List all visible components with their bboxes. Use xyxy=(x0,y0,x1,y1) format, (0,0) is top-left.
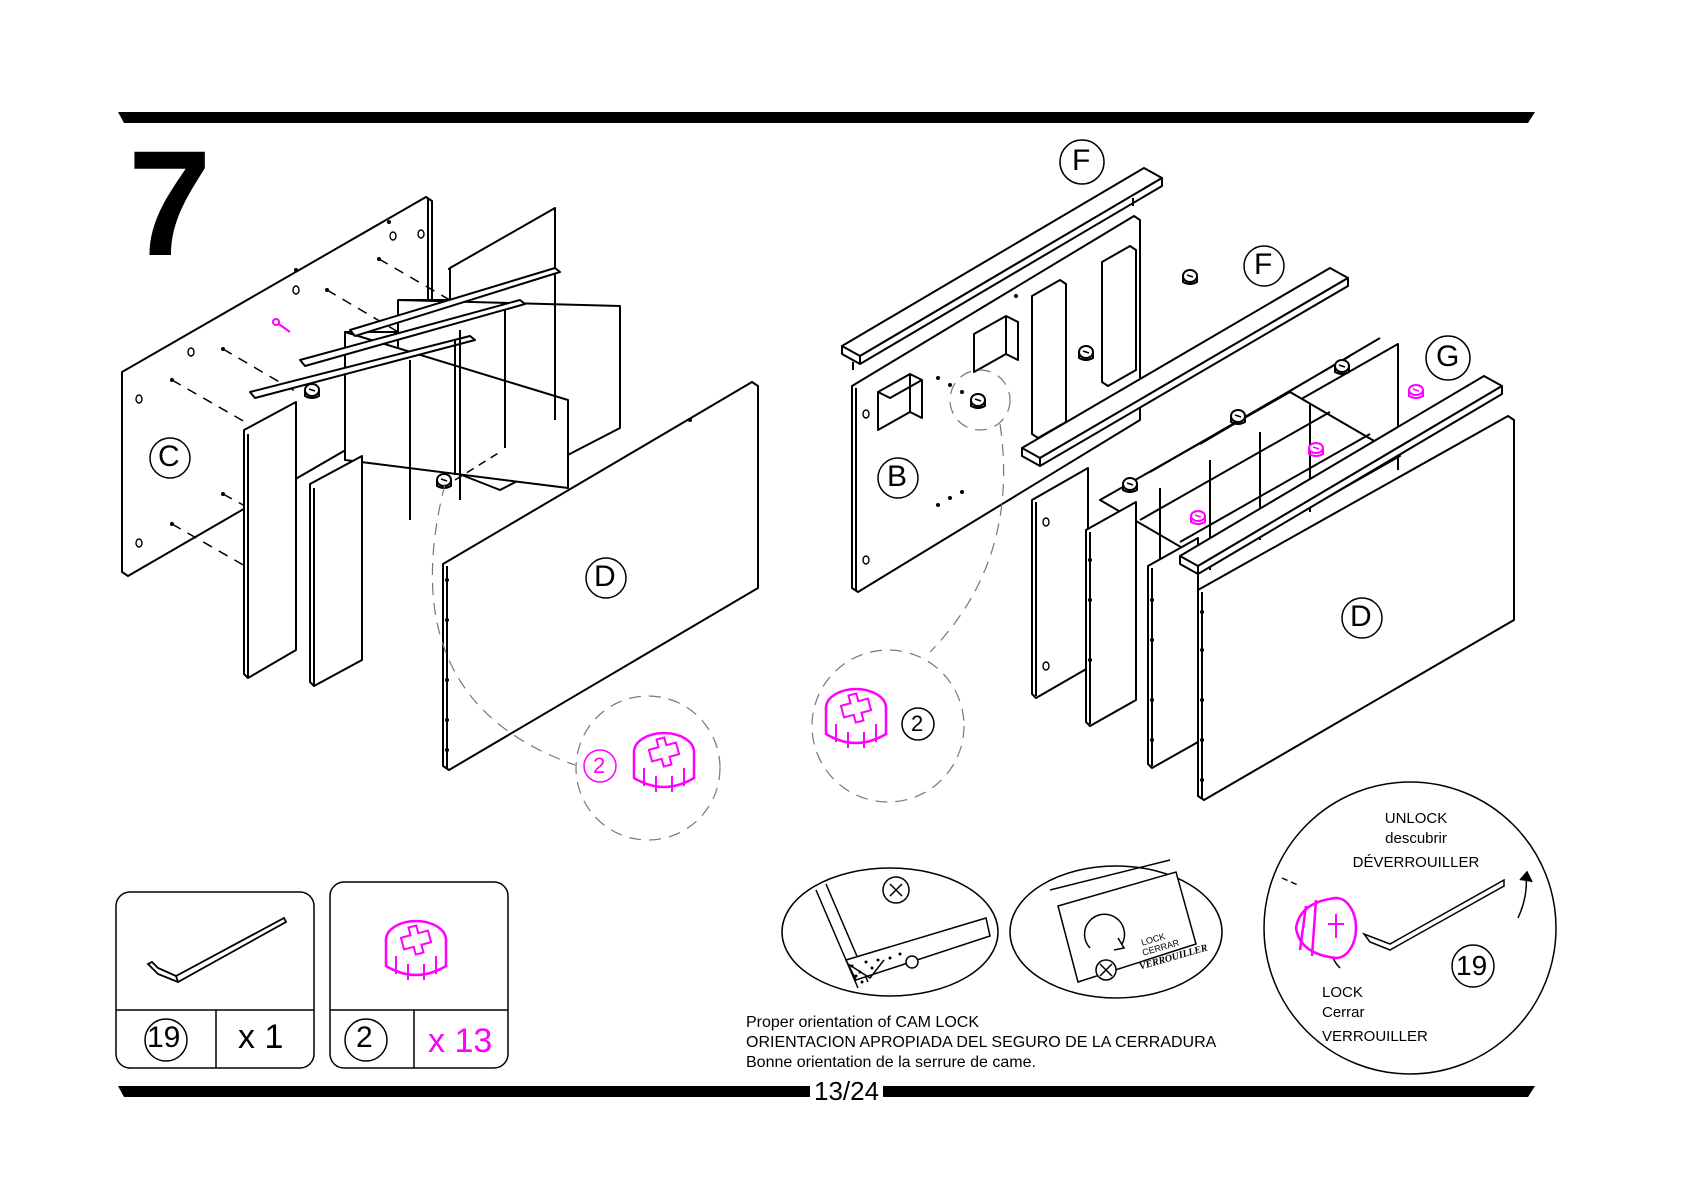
divider-2 xyxy=(310,456,362,686)
mid-qty: 2 xyxy=(911,711,923,737)
label-f-mid: F xyxy=(1254,248,1272,282)
right-assembly xyxy=(842,168,1514,800)
side-panel-1 xyxy=(1032,468,1088,698)
orientation-detail-1 xyxy=(782,868,998,996)
dial-unlock-fr: DÉVERROUILLER xyxy=(1338,854,1494,871)
caption-en: Proper orientation of CAM LOCK xyxy=(746,1014,979,1032)
tool-id: 19 xyxy=(147,1021,180,1055)
label-c: C xyxy=(158,440,180,474)
left-assembly xyxy=(122,197,758,770)
header-rule xyxy=(118,112,1535,123)
side-panel-2 xyxy=(1086,502,1136,726)
divider-1 xyxy=(244,402,296,678)
left-qty: 2 xyxy=(593,753,605,779)
cam-qty: x 13 xyxy=(428,1022,492,1061)
caption-fr: Bonne orientation de la serrure de came. xyxy=(746,1054,1036,1072)
caption-es: ORIENTACION APROPIADA DEL SEGURO DE LA C… xyxy=(746,1034,1216,1052)
dial-lock-en: LOCK xyxy=(1322,984,1363,1001)
dial-unlock-es: descubrir xyxy=(1376,830,1456,847)
page-number: 13/24 xyxy=(810,1076,883,1107)
allen-key-icon xyxy=(148,918,286,982)
label-d-left: D xyxy=(594,560,616,594)
cam-lock-icon-parts xyxy=(386,921,446,980)
cam-id: 2 xyxy=(356,1021,373,1055)
side-panel-3 xyxy=(1148,538,1198,768)
parts-box-tool xyxy=(116,892,314,1068)
dial-lock-fr: VERROUILLER xyxy=(1322,1028,1428,1045)
dial-tool-id: 19 xyxy=(1456,950,1487,982)
cam-lock-icon xyxy=(634,733,694,792)
dial-lock-es: Cerrar xyxy=(1322,1004,1365,1021)
label-f-top: F xyxy=(1072,144,1090,178)
unlock-arrow-icon xyxy=(1518,872,1532,918)
orientation-detail-2 xyxy=(1010,860,1222,998)
label-b: B xyxy=(887,460,907,494)
label-g: G xyxy=(1436,340,1459,374)
label-d-right: D xyxy=(1350,600,1372,634)
dial-cam xyxy=(1296,898,1356,958)
cam-lock-icon-mid xyxy=(826,689,886,748)
tool-qty: x 1 xyxy=(238,1018,283,1057)
step-number: 7 xyxy=(128,128,211,278)
dial-unlock-en: UNLOCK xyxy=(1376,810,1456,827)
